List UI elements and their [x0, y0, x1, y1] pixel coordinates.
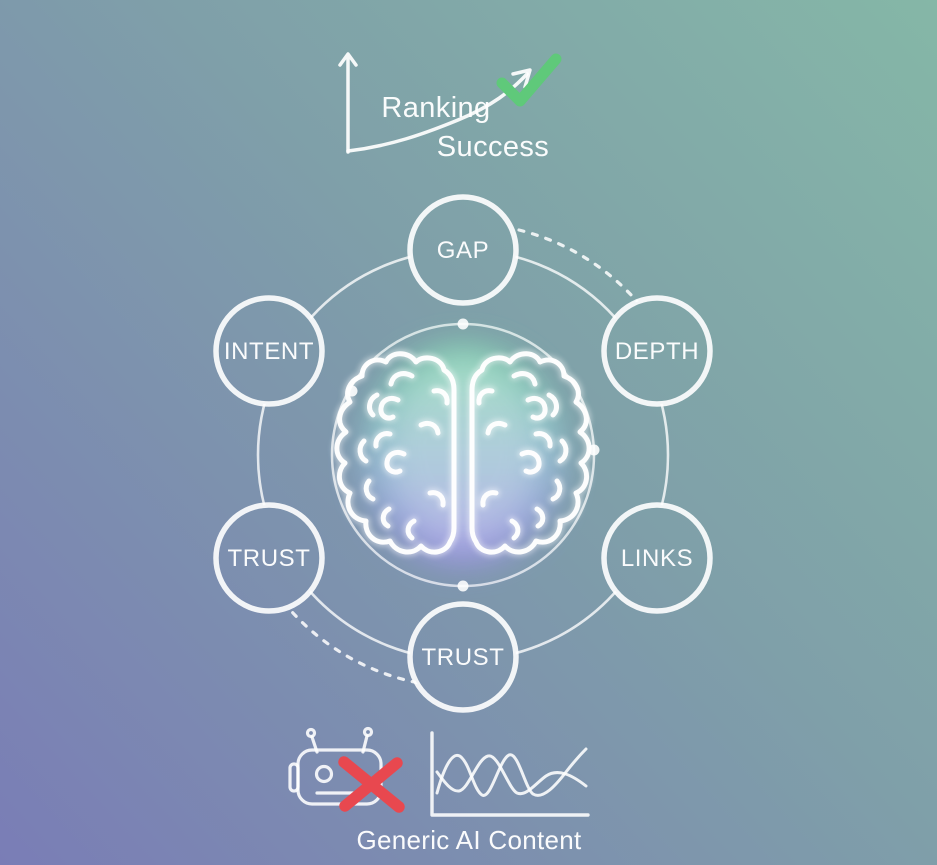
- node-circle-trust-left: [213, 502, 325, 614]
- chart-wave-1: [435, 747, 588, 797]
- inner-ring-dots: [346, 318, 600, 592]
- node-label-depth: DEPTH: [615, 338, 699, 365]
- node-label-trust-bottom: TRUST: [422, 644, 505, 671]
- node-circle-intent: [213, 295, 325, 407]
- checkmark-icon: [496, 53, 562, 107]
- node-circles: [213, 194, 713, 713]
- node-circle-gap: [407, 194, 519, 306]
- node-circle-links: [601, 502, 713, 614]
- ranking-label: Ranking: [381, 92, 490, 124]
- fluctuating-chart-icon: [430, 731, 590, 817]
- success-label: Success: [437, 131, 549, 163]
- node-label-links: LINKS: [621, 545, 693, 572]
- dashed-arc-gap-depth: [517, 228, 643, 308]
- node-labels: GAP DEPTH LINKS TRUST TRUST INTENT: [224, 237, 699, 671]
- node-label-intent: INTENT: [224, 338, 314, 365]
- chart-wave-2: [435, 754, 588, 796]
- curve-arrowhead: [511, 68, 532, 89]
- node-label-gap: GAP: [437, 237, 489, 264]
- bottom-caption: Generic AI Content: [356, 825, 582, 855]
- y-axis-arrow: [338, 52, 358, 154]
- chart-axes: [430, 731, 590, 817]
- brain-glow: [361, 345, 565, 565]
- cross-icon: [338, 756, 405, 813]
- node-circle-depth: [601, 295, 713, 407]
- node-label-trust-left: TRUST: [228, 545, 311, 572]
- node-circle-trust-bottom: [407, 601, 519, 713]
